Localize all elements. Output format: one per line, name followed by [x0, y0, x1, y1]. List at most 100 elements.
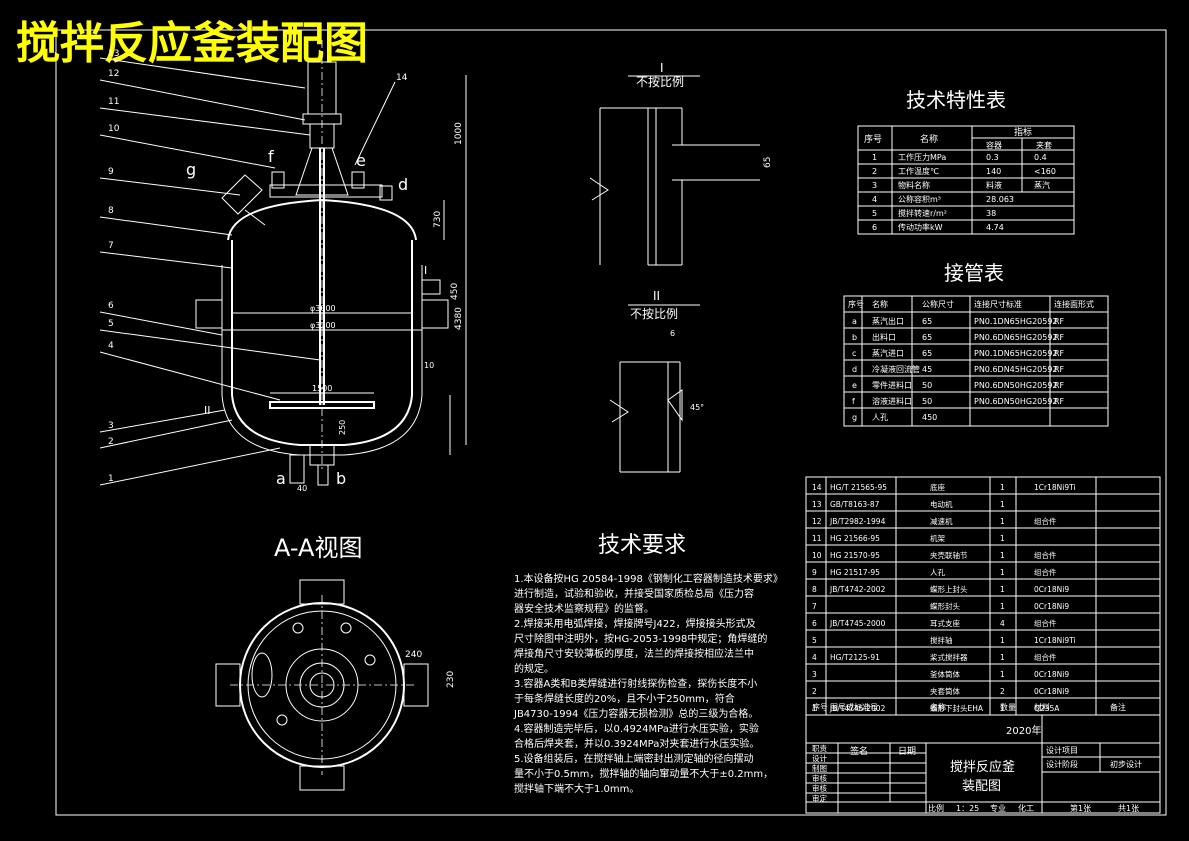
nozzle-cell-4-1: 零件进料口: [872, 380, 912, 390]
bom-cell-7-3: 1: [1000, 602, 1005, 611]
section-mark-I: I: [424, 264, 427, 277]
spec-cell-5-2: 4.74: [986, 223, 1004, 232]
part-label-3: 3: [108, 421, 114, 431]
title-block-left-label-3: 审核: [812, 773, 827, 783]
drawing-frame: [55, 29, 1167, 816]
spec-table-title: 技术特性表: [906, 88, 1006, 112]
requirements-title: 技术要求: [598, 533, 686, 558]
detail-II-dim2: 45°: [690, 403, 704, 412]
nozzle-cell-5-1: 溶液进料口: [872, 396, 912, 406]
requirements: 技术要求 1.本设备按HG 20584-1998《钢制化工容器制造技术要求》进行…: [513, 533, 783, 795]
nozzle-cell-1-4: RF: [1054, 333, 1065, 342]
dim-d5: 10: [424, 361, 434, 370]
bom-cell-3-2: 机架: [930, 533, 945, 543]
support-right: [421, 299, 449, 329]
bom-header-2: 名称: [930, 702, 946, 712]
spec-cell-4-0: 5: [872, 209, 877, 218]
base-flange: [269, 184, 383, 198]
bom-cell-1-3: 1: [1000, 500, 1005, 509]
bom-cell-6-3: 1: [1000, 585, 1005, 594]
nozzle-cell-4-0: e: [852, 381, 857, 390]
spec-cell-2-1: 物料名称: [898, 180, 930, 190]
view-aa: A-A视图 240 230: [215, 534, 456, 791]
nozzle-d: [379, 185, 393, 201]
bom-cell-5-3: 1: [1000, 568, 1005, 577]
title-block-scale-label: 比例: [928, 803, 944, 813]
part-label-6: 6: [108, 301, 114, 311]
title-block-project-label: 设计项目: [1046, 745, 1078, 755]
nozzle-f: [271, 171, 285, 189]
nozzle-cell-5-4: RF: [1054, 397, 1065, 406]
nozzle-cell-1-2: 65: [922, 333, 932, 342]
nozzle-letter-g: g: [186, 160, 196, 179]
nozzle-table-title: 接管表: [944, 261, 1004, 285]
requirement-line-12: 5.设备组装后，在搅拌轴上端密封出测定轴的径向摆动: [514, 752, 754, 765]
manhole: [221, 174, 263, 215]
requirement-line-13: 量不小于0.5mm，搅拌轴的轴向窜动量不大于±0.2mm，: [514, 767, 773, 780]
bom-cell-7-4: 0Cr18Ni9: [1034, 602, 1069, 611]
nozzle-cell-1-1: 出料口: [872, 332, 896, 342]
bom-cell-2-1: JB/T2982-1994: [829, 517, 886, 526]
part-label-5: 5: [108, 319, 114, 329]
nozzle-cell-1-3: PN0.6DN65HG20592: [974, 333, 1058, 342]
nozzle-cell-2-1: 蒸汽进口: [872, 348, 904, 358]
title-block-left-label-0: 职责: [812, 743, 827, 753]
nozzle-cell-0-2: 65: [922, 317, 932, 326]
bom-cell-9-0: 5: [812, 636, 817, 645]
title-block-stage-label: 设计阶段: [1046, 759, 1078, 769]
requirement-line-14: 搅拌轴下端不大于1.0mm。: [514, 782, 639, 795]
requirement-line-3: 2.焊接采用电弧焊接，焊接牌号J422，焊接接头形式及: [514, 617, 756, 630]
detail-I: I 不按比例 65: [589, 61, 773, 266]
spec-cell-2-0: 3: [872, 181, 877, 190]
bom-cell-10-2: 桨式搅拌器: [930, 652, 968, 662]
bom-cell-12-4: 0Cr18Ni9: [1034, 687, 1069, 696]
bom-cell-5-4: 组合件: [1034, 567, 1057, 577]
jacket-bottom: [221, 394, 423, 456]
detail-II: II 不按比例 6 45°: [609, 289, 704, 473]
nozzle-header-0: 序号: [848, 299, 864, 309]
bom-cell-4-0: 10: [812, 551, 822, 560]
spec-cell-1-0: 2: [872, 167, 877, 176]
requirement-line-9: JB4730-1994《压力容器无损检测》总的三级为合格。: [513, 707, 758, 720]
nozzle-cell-6-0: g: [852, 413, 857, 422]
spec-cell-5-1: 传动功率kW: [898, 222, 943, 232]
spec-header-jacket: 夹套: [1036, 140, 1052, 150]
spec-cell-3-1: 公称容积m³: [898, 194, 941, 204]
bom-cell-13-2: 蝶形下封头EHA: [930, 703, 984, 713]
bom-cell-12-3: 2: [1000, 687, 1005, 696]
bom-cell-3-1: HG 21566-95: [830, 534, 880, 543]
spec-cell-1-1: 工作温度℃: [898, 166, 939, 176]
dim-d2: φ3200: [310, 321, 336, 330]
title-block-name-1: 搅拌反应釜: [950, 759, 1015, 775]
title-block-left-label-2: 制图: [812, 763, 827, 773]
detail-I-label: I: [660, 61, 664, 75]
nozzle-cell-0-0: a: [852, 317, 857, 326]
dim-d4: 40: [297, 484, 307, 493]
spec-cell-5-0: 6: [872, 223, 877, 232]
bom-cell-10-1: HG/T2125-91: [830, 653, 880, 662]
spec-cell-4-2: 38: [986, 209, 996, 218]
spec-cell-3-0: 4: [872, 195, 877, 204]
detail-II-note: 不按比例: [630, 307, 678, 321]
bom-cell-5-2: 人孔: [930, 568, 945, 577]
nozzle-cell-0-4: RF: [1054, 317, 1065, 326]
spec-cell-2-2: 料液: [986, 180, 1002, 190]
bom-cell-2-2: 减速机: [930, 516, 953, 526]
title-block-left-label-4: 审核: [812, 783, 827, 793]
bom-cell-0-1: HG/T 21565-95: [830, 483, 887, 492]
support-left: [195, 299, 223, 329]
nozzle-cell-5-3: PN0.6DN50HG20592: [974, 397, 1058, 406]
requirement-line-7: 3.容器A类和B类焊缝进行射线探伤检查，探伤长度不小: [514, 677, 757, 690]
frame: [295, 147, 349, 196]
bom-cell-13-1: JB/T4745-2002: [829, 704, 886, 713]
detail-II-dim1: 6: [670, 329, 675, 338]
nozzle-header-4: 连接面形式: [1054, 299, 1094, 309]
bom-cell-6-2: 蝶形上封头: [930, 584, 968, 594]
requirement-line-4: 尺寸除图中注明外，按HG-2053-1998中规定；角焊缝的: [514, 632, 767, 645]
bom-header-3: 数量: [1000, 702, 1016, 712]
bom-cell-13-4: Q235A: [1034, 704, 1060, 713]
nozzle-letter-b: b: [336, 469, 346, 488]
